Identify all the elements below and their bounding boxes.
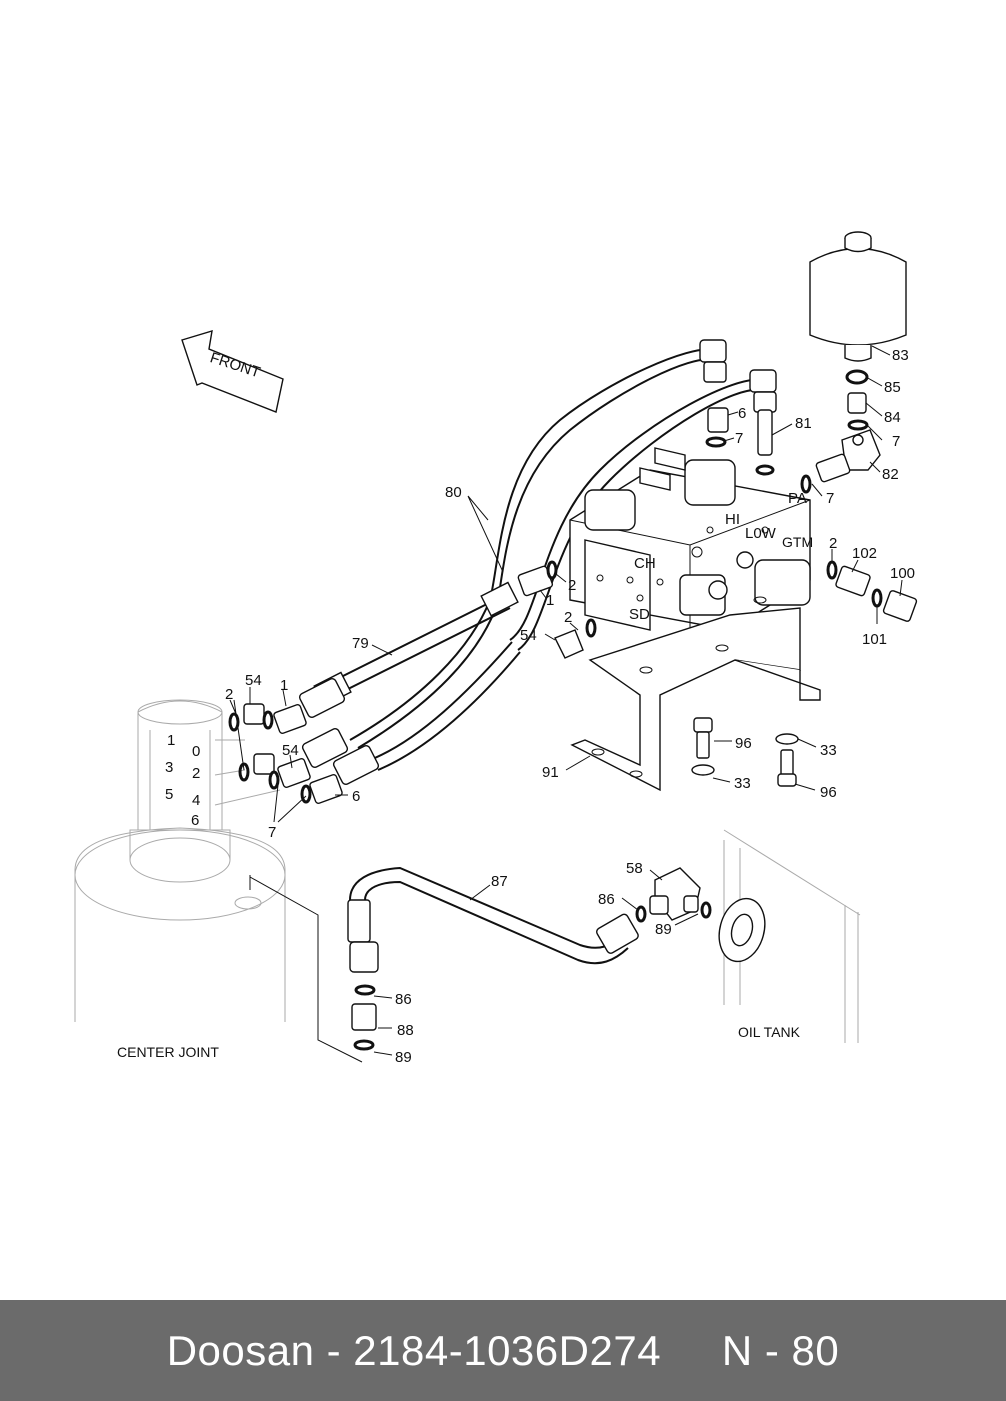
part-79: 79 bbox=[352, 635, 369, 652]
part-86-b: 86 bbox=[395, 991, 412, 1008]
footer-part-info: Doosan - 2184-1036D274 N - 80 bbox=[166, 1326, 840, 1374]
part-81: 81 bbox=[795, 415, 812, 432]
part-54-b: 54 bbox=[245, 672, 262, 689]
part-2-a: 2 bbox=[568, 577, 576, 594]
part-54-a: 54 bbox=[520, 627, 537, 644]
cj-port-3: 3 bbox=[165, 759, 173, 776]
part-96-a: 96 bbox=[735, 735, 752, 752]
part-87: 87 bbox=[491, 873, 508, 890]
bracket-91 bbox=[570, 596, 821, 792]
footer-bar: Doosan - 2184-1036D274 N - 80 bbox=[0, 1300, 1006, 1401]
center-joint-ports: 1 0 3 2 5 4 6 bbox=[165, 732, 200, 829]
part-54-c: 54 bbox=[282, 742, 299, 759]
part-91: 91 bbox=[542, 764, 559, 781]
leader-lines bbox=[229, 345, 903, 1056]
bolts-washers bbox=[691, 717, 799, 787]
part-102: 102 bbox=[852, 545, 877, 562]
part-7-b: 7 bbox=[826, 490, 834, 507]
port-labels: CH SD PA HI L0W GTM bbox=[629, 490, 813, 623]
part-1-a: 1 bbox=[546, 592, 554, 609]
part-83: 83 bbox=[892, 347, 909, 364]
part-86-a: 86 bbox=[598, 891, 615, 908]
front-arrow: FRONT bbox=[181, 330, 284, 413]
cj-port-2: 2 bbox=[192, 765, 200, 782]
part-85: 85 bbox=[884, 379, 901, 396]
port-ch: CH bbox=[634, 555, 656, 572]
oil-tank bbox=[718, 829, 861, 1043]
center-joint-caption: CENTER JOINT bbox=[117, 1044, 219, 1060]
port-gtm: GTM bbox=[782, 534, 813, 550]
part-33-b: 33 bbox=[734, 775, 751, 792]
part-2-c: 2 bbox=[829, 535, 837, 552]
part-6-b: 6 bbox=[352, 788, 360, 805]
hose-87 bbox=[347, 866, 712, 1051]
left-fittings bbox=[228, 678, 380, 804]
part-84: 84 bbox=[884, 409, 901, 426]
oil-tank-caption: OIL TANK bbox=[738, 1024, 801, 1040]
hoses-80 bbox=[349, 348, 763, 771]
part-2-d: 2 bbox=[225, 686, 233, 703]
part-7-c: 7 bbox=[735, 430, 743, 447]
part-6-a: 6 bbox=[738, 405, 746, 422]
captions: CENTER JOINT OIL TANK bbox=[117, 1024, 801, 1060]
port-low: L0W bbox=[745, 525, 777, 542]
cj-port-5: 5 bbox=[165, 786, 173, 803]
part-1-b: 1 bbox=[280, 677, 288, 694]
cj-port-1: 1 bbox=[167, 732, 175, 749]
hose-elbow-fittings bbox=[699, 339, 777, 413]
accumulator-83 bbox=[809, 231, 907, 362]
part-7-d: 7 bbox=[268, 824, 276, 841]
port-hi: HI bbox=[725, 511, 740, 528]
cj-port-6: 6 bbox=[191, 812, 199, 829]
part-58: 58 bbox=[626, 860, 643, 877]
part-2-b: 2 bbox=[564, 609, 572, 626]
part-80: 80 bbox=[445, 484, 462, 501]
part-7-a: 7 bbox=[892, 433, 900, 450]
cj-port-4: 4 bbox=[192, 792, 200, 809]
part-89-b: 89 bbox=[395, 1049, 412, 1066]
part-88: 88 bbox=[397, 1022, 414, 1039]
port-sd: SD bbox=[629, 606, 650, 623]
part-82: 82 bbox=[882, 466, 899, 483]
hydraulic-parts-diagram: FRONT bbox=[74, 231, 918, 1066]
cj-port-0: 0 bbox=[192, 743, 200, 760]
part-callouts: 83 85 84 7 82 7 6 7 81 80 2 1 2 54 2 102… bbox=[225, 347, 915, 1066]
valve-block bbox=[569, 447, 811, 635]
fittings bbox=[517, 369, 918, 659]
part-96-b: 96 bbox=[820, 784, 837, 801]
part-89-a: 89 bbox=[655, 921, 672, 938]
part-101: 101 bbox=[862, 631, 887, 648]
part-100: 100 bbox=[890, 565, 915, 582]
part-33-a: 33 bbox=[820, 742, 837, 759]
port-pa: PA bbox=[788, 490, 807, 507]
